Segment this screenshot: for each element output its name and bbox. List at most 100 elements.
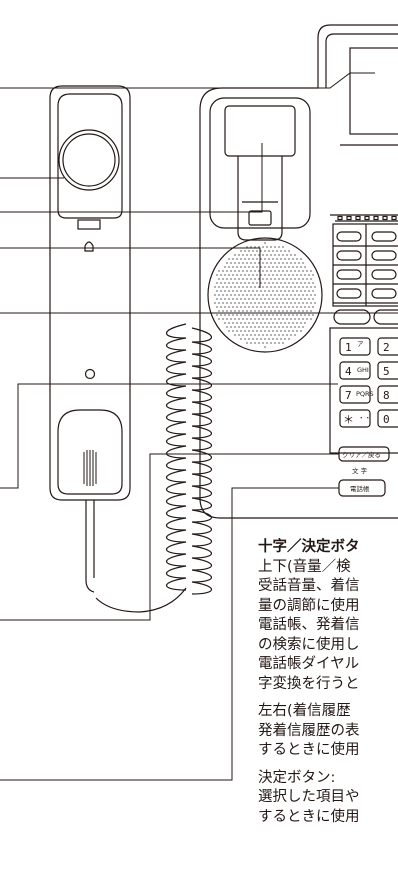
speaker-hole [264, 266, 266, 268]
speaker-hole [260, 330, 262, 332]
speaker-hole [300, 322, 302, 324]
speaker-hole [274, 342, 276, 344]
speaker-hole [272, 274, 274, 276]
speaker-hole [236, 290, 238, 292]
speaker-hole [250, 286, 252, 288]
speaker-hole [288, 274, 290, 276]
speaker-hole [248, 314, 250, 316]
speaker-hole [220, 314, 222, 316]
speaker-hole [294, 310, 296, 312]
speaker-hole [266, 334, 268, 336]
speaker-hole [274, 286, 276, 288]
key-star: ＊ [343, 413, 354, 426]
speaker-hole [236, 266, 238, 268]
speaker-hole [238, 334, 240, 336]
speaker-hole [268, 314, 270, 316]
speaker-hole [240, 266, 242, 268]
function-keys [330, 214, 398, 307]
speaker-hole [250, 270, 252, 272]
speaker-hole [272, 298, 274, 300]
speaker-hole [262, 254, 264, 256]
speaker-hole [270, 318, 272, 320]
speaker-hole [244, 282, 246, 284]
speaker-hole [228, 330, 230, 332]
speaker-hole [250, 310, 252, 312]
key-2: 2 [383, 341, 390, 354]
speaker-hole [238, 302, 240, 304]
speaker-hole [264, 290, 266, 292]
speaker-hole [276, 322, 278, 324]
speaker-hole [284, 274, 286, 276]
speaker-hole [240, 290, 242, 292]
speaker-hole [282, 334, 284, 336]
speaker-hole [264, 282, 266, 284]
speaker-hole [306, 294, 308, 296]
speaker-hole [298, 270, 300, 272]
speaker-hole [224, 282, 226, 284]
moji-label: 文 字 [352, 466, 368, 475]
speaker-hole [272, 290, 274, 292]
speaker-hole [286, 326, 288, 328]
speaker-hole [214, 294, 216, 296]
speaker-hole [280, 330, 282, 332]
speaker-hole [282, 342, 284, 344]
speaker-hole [248, 258, 250, 260]
speaker-hole [274, 302, 276, 304]
speaker-hole [256, 250, 258, 252]
speaker-hole [278, 302, 280, 304]
tick-mark [337, 215, 343, 221]
speaker-hole [234, 262, 236, 264]
speaker-hole [258, 342, 260, 344]
speaker-hole [310, 286, 312, 288]
speaker-hole [236, 330, 238, 332]
speaker-hole [300, 306, 302, 308]
speaker-hole [232, 322, 234, 324]
speaker-hole [282, 246, 284, 248]
speaker-hole [250, 326, 252, 328]
speaker-hole [214, 302, 216, 304]
speaker-hole [254, 342, 256, 344]
display-screen [340, 47, 398, 146]
speaker-hole [302, 326, 304, 328]
speaker-hole [244, 298, 246, 300]
key-star-sub: ・・ [358, 414, 371, 422]
speaker-hole [232, 282, 234, 284]
speaker-hole [268, 298, 270, 300]
speaker-hole [300, 258, 302, 260]
speaker-hole [314, 302, 316, 304]
tick-mark [373, 215, 379, 221]
speaker-hole [222, 286, 224, 288]
speaker-hole [224, 274, 226, 276]
speaker-hole [258, 326, 260, 328]
speaker-hole [224, 322, 226, 324]
speaker-hole [304, 266, 306, 268]
speaker-hole [262, 270, 264, 272]
speaker-hole [290, 302, 292, 304]
speaker-hole [304, 306, 306, 308]
speaker-hole [260, 298, 262, 300]
speaker-hole [302, 262, 304, 264]
speaker-hole [306, 310, 308, 312]
speaker-hole [296, 258, 298, 260]
speaker-hole [238, 310, 240, 312]
speaker-hole [238, 294, 240, 296]
function-key [336, 288, 362, 299]
speaker-hole [280, 290, 282, 292]
speaker-hole [286, 310, 288, 312]
tick-mark [355, 215, 361, 221]
speaker-hole [306, 286, 308, 288]
speaker-hole [284, 298, 286, 300]
speaker-hole [256, 298, 258, 300]
speaker-hole [254, 262, 256, 264]
speaker-hole [302, 286, 304, 288]
speaker-hole [296, 314, 298, 316]
speaker-hole [246, 302, 248, 304]
speaker-hole [256, 306, 258, 308]
key-8: 8 [383, 389, 390, 402]
speaker-hole [218, 278, 220, 280]
speaker-hole [278, 270, 280, 272]
button-labels: クリア／戻る 文 字 電話帳 [342, 450, 381, 493]
speaker-hole [278, 310, 280, 312]
speaker-hole [244, 274, 246, 276]
speaker-hole [252, 298, 254, 300]
